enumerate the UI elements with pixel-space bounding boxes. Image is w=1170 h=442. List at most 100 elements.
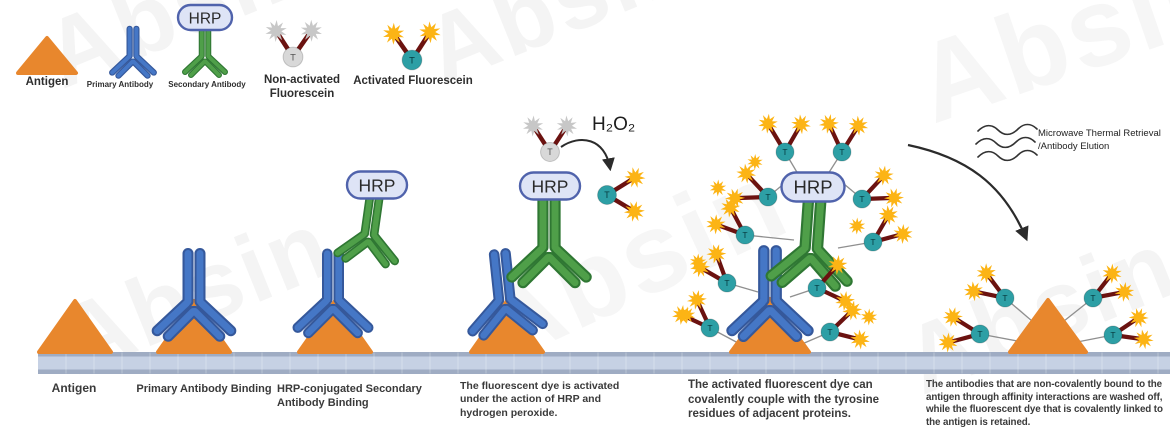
fluorescein-star-icon (383, 22, 405, 45)
tyramide-letter: T (707, 323, 712, 333)
legend-label-antigen: Antigen (25, 76, 69, 88)
fluorescein-star-icon (976, 263, 996, 284)
tyramide-letter: T (1002, 293, 1007, 303)
step-caption-primary-binding: Primary Antibody Binding (136, 383, 272, 395)
microwave-elution-label: Microwave Thermal Retrieval /Antibody El… (1038, 128, 1161, 153)
legend-label-secondary: Secondary Antibody (168, 80, 246, 89)
activated-fluorescein-icon: T (690, 244, 737, 293)
antigen-triangle-icon (37, 299, 113, 354)
hrp-capsule: HRP (345, 170, 409, 200)
hrp-label: HRP (532, 177, 569, 197)
fluorescein-star-icon (850, 329, 870, 350)
fluorescein-star-icon (556, 115, 578, 137)
legend-label-primary: Primary Antibody (86, 80, 154, 89)
hrp-label: HRP (359, 176, 396, 196)
tyramide-letter: T (839, 147, 844, 157)
antibodies (109, 25, 853, 343)
fluorescein-star-icon (706, 214, 726, 235)
secondary-antibody-icon (182, 27, 228, 78)
legend-label-non-activated: Non-activated Fluorescein (263, 74, 341, 100)
tyramide-letter: T (409, 54, 415, 65)
activated-fluorescein-icon: T (863, 205, 913, 252)
activated-fluorescein-icon: T (938, 307, 990, 353)
step-caption-antigen: Antigen (51, 381, 97, 395)
non-activated-fluorescein-icon: T (265, 19, 322, 68)
tyramide-letter: T (547, 147, 553, 157)
fluorescein-star-icon (873, 165, 894, 186)
tyramide-letter: T (782, 147, 787, 157)
fluorescein-star-icon (893, 224, 913, 244)
tyramide-letter: T (827, 327, 832, 337)
fluorescein-star-icon (878, 205, 899, 226)
fluorescein-star-icon (747, 154, 763, 170)
fluorescein-star-icon (942, 307, 963, 327)
elution-arrow (907, 143, 1029, 242)
non-activated-fluorescein-icon: T (522, 115, 578, 162)
tyramide-letter: T (724, 278, 729, 288)
fluorescein-star-icon (938, 332, 958, 353)
fluorescein-star-icon (690, 257, 711, 278)
primary-antibody-icon (109, 25, 157, 79)
secondary-antibody-icon (765, 192, 853, 292)
antigen-triangle-icon (16, 36, 78, 75)
hrp-label: HRP (793, 177, 832, 198)
activated-fluorescein-icon: T (963, 263, 1015, 308)
tyramide-letter: T (859, 194, 864, 204)
fluorescein-star-icon (689, 253, 707, 271)
primary-antibody-icon (151, 247, 237, 342)
step-caption-secondary-binding: HRP-conjugated Secondary Antibody Bindin… (277, 383, 422, 410)
fluorescein-star-icon (842, 300, 863, 321)
tyramide-letter: T (742, 230, 747, 240)
tyramide-letter: T (977, 329, 982, 339)
secondary-antibody-icon (506, 193, 592, 289)
antigen-triangle-icon (1008, 298, 1088, 354)
step-caption-dye-activation: The fluorescent dye is activated under t… (460, 380, 620, 419)
tyramide-letter: T (814, 283, 819, 293)
fluorescein-star-icon (686, 290, 707, 310)
activated-fluorescein-icon: T (383, 21, 441, 71)
antigen-triangles (16, 36, 1088, 354)
fluorescein-star-icon (1133, 329, 1154, 350)
activated-fluorescein-icon: T (1083, 263, 1135, 308)
fluorescein-star-icon (678, 306, 696, 324)
membrane-strip (38, 352, 1170, 374)
fluorescein-star-icon (1114, 281, 1135, 302)
tyramide-letter: T (765, 192, 770, 202)
fluorescein-star-icon (860, 308, 878, 326)
secondary-antibody-icon (333, 192, 400, 269)
fluorescein-star-icon (848, 115, 869, 136)
fluorescein-star-icon (963, 281, 984, 302)
fluorescein-molecules: T T T T T T T T T T T T T T T T T T (265, 19, 1154, 353)
activated-fluorescein-icon: T (852, 165, 904, 209)
activated-fluorescein-icon: T (672, 290, 720, 338)
step-caption-antibody-elution: The antibodies that are non-covalently b… (926, 379, 1163, 428)
fluorescein-star-icon (791, 114, 811, 135)
fluorescein-star-icon (623, 201, 645, 222)
fluorescein-star-icon (522, 115, 544, 137)
fluorescein-star-icon (709, 179, 727, 197)
tyramide-letter: T (604, 190, 610, 200)
tyramide-letter: T (870, 237, 875, 247)
tyramide-letter: T (1110, 330, 1115, 340)
legend-label-activated: Activated Fluorescein (353, 75, 473, 87)
step-caption-covalent-coupling: The activated fluorescent dye can covale… (688, 379, 880, 421)
microwave-waves-icon (975, 123, 1038, 162)
h2o2-arrow (560, 139, 615, 172)
fluorescein-star-icon (818, 114, 839, 134)
tyramide-letter: T (1090, 293, 1095, 303)
tyramide-letter: T (290, 51, 296, 62)
fluorescein-star-icon (835, 291, 855, 312)
hrp-capsule: HRP (518, 171, 582, 201)
activated-fluorescein-icon: T (818, 114, 869, 162)
fluorescein-star-icon (265, 20, 287, 42)
activated-fluorescein-icon: T (1103, 308, 1154, 350)
fluorescein-star-icon (827, 255, 848, 275)
primary-antibody-icon (292, 248, 374, 339)
activated-fluorescein-icon: T (820, 300, 870, 350)
fluorescein-star-icon (848, 217, 866, 235)
h2o2-label: H₂O₂ (592, 114, 636, 135)
fluorescein-star-icon (706, 244, 727, 264)
fluorescein-star-icon (1128, 308, 1149, 328)
